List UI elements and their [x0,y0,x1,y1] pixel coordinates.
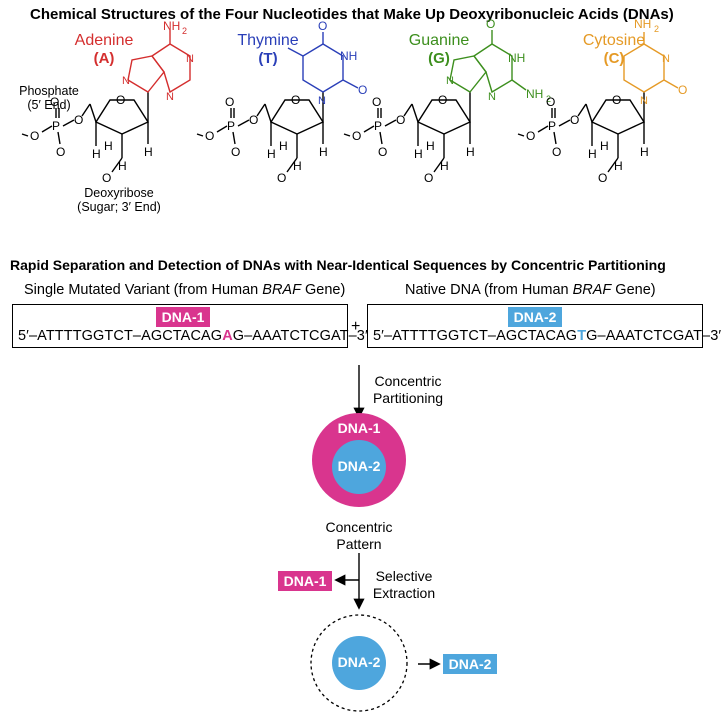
dna1-sequence-box [12,304,348,348]
svg-text:N: N [640,95,648,107]
plus-sign: + [351,318,361,335]
svg-text:O: O [318,19,327,33]
thymine-name: Thymine [237,32,299,49]
final-inner-circle [332,636,386,690]
extracted-dna1-tag: DNA-1 [278,571,332,591]
svg-text:N: N [318,95,326,107]
thymine-letter: (T) [258,50,278,67]
right-heading: Native DNA (from Human BRAF Gene) [405,282,656,298]
pattern-label: Concentric Pattern [325,519,393,552]
svg-text:NH: NH [526,87,543,101]
svg-text:NH: NH [634,17,651,31]
guanine-letter: (G) [428,50,450,67]
svg-text:N: N [166,91,174,103]
phosphate-label: Phosphate (5′ End) [19,84,79,112]
svg-text:N: N [446,75,454,87]
left-heading: Single Mutated Variant (from Human BRAF … [24,282,346,298]
dna1-tag: DNA-1 [156,307,210,327]
dna1-mutation: A [222,328,233,344]
adenine-letter: (A) [93,50,115,67]
svg-text:NH: NH [508,51,525,65]
inner-circle-label: DNA-2 [337,458,381,474]
svg-text:O: O [486,17,495,31]
extraction-label: Selective Extraction [372,568,436,601]
cytosine-base [623,32,679,93]
svg-text:O: O [358,83,367,97]
final-dna2-tag: DNA-2 [443,654,497,674]
deoxyribose-label: Deoxyribose (Sugar; 3′ End) [77,186,161,214]
svg-text:N: N [662,53,670,65]
final-inner-label: DNA-2 [337,654,381,670]
structures-title: Chemical Structures of the Four Nucleoti… [30,6,674,23]
cytosine-letter: (C) [603,50,625,67]
partitioning-label: Concentric Partitioning [372,373,444,406]
svg-text:N: N [488,91,496,103]
svg-text:NH: NH [340,49,357,63]
thymine-base [287,32,359,93]
svg-text:O: O [678,83,687,97]
dna2-sequence: 5′–ATTTTGGTCT–AGCTACAGTG–AAATCTCGAT–3′ [373,328,721,344]
outer-ring-label: DNA-1 [337,420,381,436]
dna1-sequence: 5′–ATTTTGGTCT–AGCTACAGAG–AAATCTCGAT–3′ [18,328,368,344]
adenine-name: Adenine [74,32,134,49]
separation-title: Rapid Separation and Detection of DNAs w… [10,257,666,273]
nucleotide-structures: O P O O O O H H H H O [21,17,687,186]
svg-text:2: 2 [182,26,187,36]
guanine-base [449,30,527,94]
inner-circle [332,440,386,494]
cytosine-name: Cytosine [582,32,646,49]
svg-text:N: N [122,75,130,87]
dashed-circle [310,614,408,712]
guanine-name: Guanine [408,32,470,49]
svg-text:NH: NH [163,19,180,33]
dna2-tag: DNA-2 [508,307,562,327]
adenine-base [127,30,191,94]
svg-text:N: N [186,53,194,65]
dna2-mutation: T [577,328,587,344]
dna2-sequence-box [367,304,703,348]
svg-text:2: 2 [654,24,659,34]
